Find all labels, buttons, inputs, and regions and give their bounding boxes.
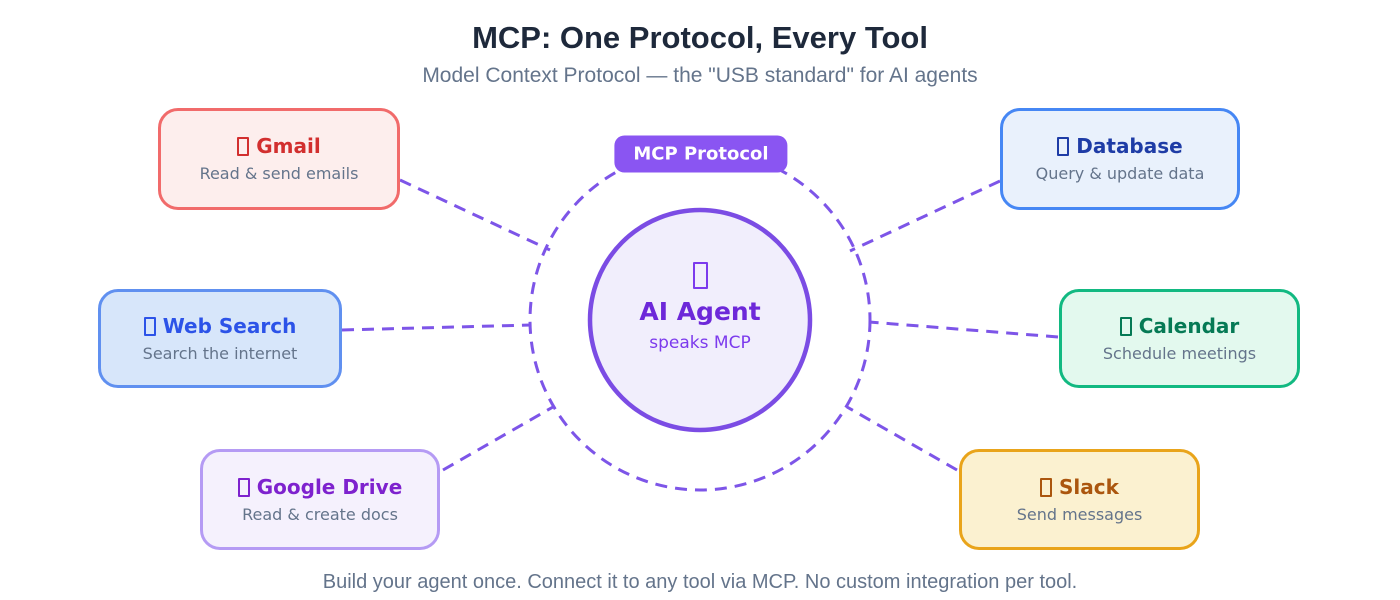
email-icon xyxy=(237,137,250,156)
node-web-search-description: Search the internet xyxy=(142,343,298,363)
node-slack-label: Slack xyxy=(1059,474,1119,499)
node-calendar-description: Schedule meetings xyxy=(1102,343,1257,363)
node-gmail-label: Gmail xyxy=(256,134,321,158)
connector-calendar xyxy=(868,320,1059,339)
database-icon xyxy=(1057,137,1070,156)
node-database-label: Database xyxy=(1076,134,1183,158)
node-gmail-description: Read & send emails xyxy=(199,164,359,183)
node-calendar: Calendar Schedule meetings xyxy=(1059,289,1300,388)
node-google-drive: Google Drive Read & create docs xyxy=(200,449,440,550)
connector-database xyxy=(849,179,1001,253)
node-web-search-label: Web Search xyxy=(162,313,297,338)
chat-icon xyxy=(1040,477,1053,497)
node-google-drive-label: Google Drive xyxy=(256,474,403,499)
node-database-title: Database xyxy=(1057,134,1183,158)
folder-icon xyxy=(237,477,250,497)
node-web-search-title: Web Search xyxy=(143,313,297,338)
node-slack-description: Send messages xyxy=(1016,504,1143,524)
agent-caption: speaks MCP xyxy=(649,333,751,354)
node-google-drive-description: Read & create docs xyxy=(242,504,398,524)
node-slack-title: Slack xyxy=(1040,477,1119,497)
search-icon xyxy=(143,316,156,336)
node-slack: Slack Send messages xyxy=(959,449,1200,550)
node-gmail: Gmail Read & send emails xyxy=(158,108,400,210)
page-subtitle: Model Context Protocol — the "USB standa… xyxy=(422,64,978,87)
footer-text: Build your agent once. Connect it to any… xyxy=(322,571,1078,593)
page-title: MCP: One Protocol, Every Tool xyxy=(472,20,928,55)
node-calendar-label: Calendar xyxy=(1138,313,1240,338)
node-web-search: Web Search Search the internet xyxy=(98,289,342,388)
connector-google-drive xyxy=(442,405,554,472)
ai-agent-node: AI Agent speaks MCP xyxy=(590,262,810,382)
agent-name: AI Agent xyxy=(639,297,761,326)
node-database: Database Query & update data xyxy=(1000,108,1240,210)
node-database-description: Query & update data xyxy=(1035,164,1205,183)
connector-gmail xyxy=(399,178,551,252)
agent-circle xyxy=(587,207,813,433)
node-calendar-title: Calendar xyxy=(1119,313,1240,338)
node-gmail-title: Gmail xyxy=(237,134,321,158)
connector-slack xyxy=(846,405,958,472)
node-google-drive-title: Google Drive xyxy=(237,474,403,499)
calendar-icon xyxy=(1119,316,1132,336)
robot-icon xyxy=(692,262,708,289)
mcp-protocol-badge: MCP Protocol xyxy=(614,135,788,173)
connector-web-search xyxy=(341,323,532,332)
